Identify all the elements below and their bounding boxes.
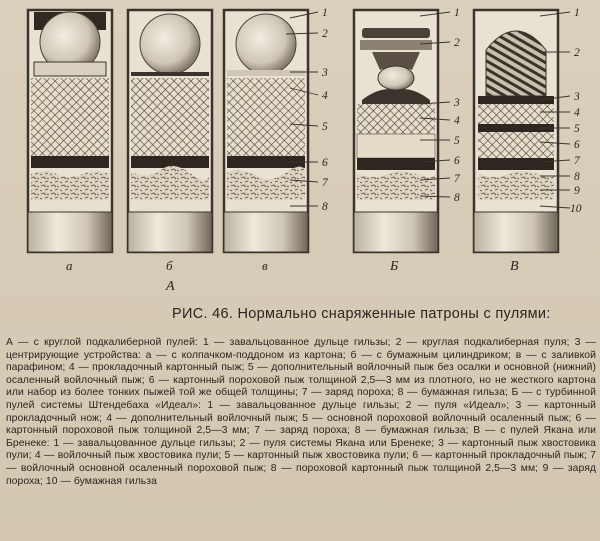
- callout-num: 3: [453, 97, 460, 109]
- callout-num: 8: [322, 201, 328, 213]
- callout-num: 3: [321, 67, 328, 79]
- group-label-a: А: [165, 279, 175, 294]
- cartridge-b-small: [126, 8, 214, 254]
- callout-num: 1: [574, 7, 580, 19]
- callout-num: 6: [574, 139, 580, 151]
- callout-num: 8: [454, 192, 460, 204]
- callout-num: 3: [573, 91, 580, 103]
- callout-num: 4: [574, 107, 580, 119]
- callout-num: 5: [322, 121, 328, 133]
- callouts-left-group: 1 2 3 4 5 6 7 8: [321, 7, 329, 213]
- callout-num: 9: [574, 185, 580, 197]
- figure-caption: РИС. 46. Нормально снаряженные патроны с…: [172, 306, 551, 322]
- label-a: а: [66, 258, 73, 273]
- callouts-b-group: 1 2 3 4 5 6 7 8: [453, 7, 461, 204]
- callouts-v-group: 1 2 3 4 5 6 7 8 9 10: [570, 7, 582, 215]
- callout-num: 2: [574, 47, 580, 59]
- label-big-b: Б: [389, 259, 398, 274]
- label-b: б: [166, 258, 173, 273]
- callout-num: 6: [454, 155, 460, 167]
- callout-num: 4: [322, 90, 328, 102]
- callout-num: 5: [454, 135, 460, 147]
- callout-num: 5: [574, 123, 580, 135]
- cartridge-a: [26, 8, 114, 254]
- callout-num: 2: [454, 37, 460, 49]
- label-big-v: В: [510, 259, 519, 274]
- callout-num: 7: [454, 173, 461, 185]
- cartridge-v-small: [222, 8, 310, 254]
- cartridge-v-brenneke: [472, 8, 560, 254]
- callout-num: 1: [322, 7, 328, 19]
- cartridge-figure: 1 2 3 4 5 6 7 8 1 2 3 4 5 6 7 8 1 2 3 4 …: [26, 7, 582, 294]
- callout-lines: [285, 11, 571, 209]
- callout-num: 6: [322, 157, 328, 169]
- callout-num: 10: [570, 203, 582, 215]
- label-v: в: [262, 258, 268, 273]
- cartridge-b-ideal: [352, 8, 440, 254]
- callout-num: 8: [574, 171, 580, 183]
- figure-description: А — с круглой подкалиберной пулей: 1 — з…: [6, 337, 596, 487]
- callout-num: 1: [454, 7, 460, 19]
- callout-num: 4: [454, 115, 460, 127]
- callout-num: 7: [322, 177, 329, 189]
- callout-num: 7: [574, 155, 581, 167]
- callout-num: 2: [322, 28, 328, 40]
